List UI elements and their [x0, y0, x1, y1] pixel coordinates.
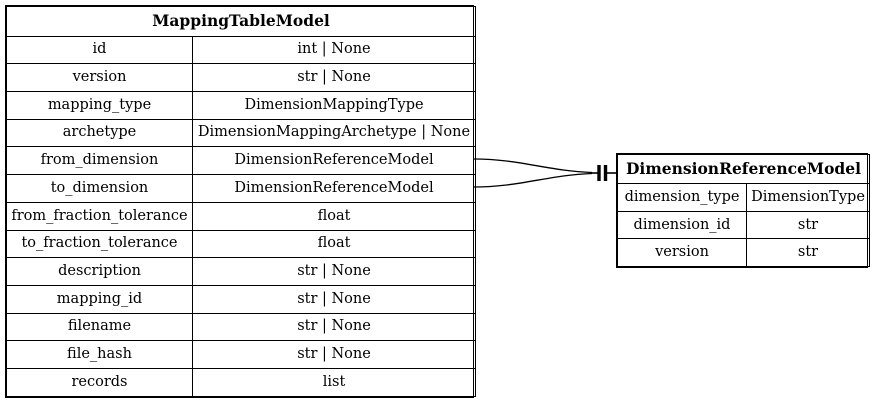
field-row-version[interactable]: version str: [617, 238, 871, 267]
entity-mapping-table-model[interactable]: MappingTableModel id int | None version …: [5, 5, 477, 398]
field-row-file-hash[interactable]: file_hash str | None: [6, 340, 477, 370]
field-name: from_dimension: [6, 146, 193, 176]
field-row-from-dimension[interactable]: from_dimension DimensionReferenceModel: [6, 146, 477, 176]
field-name: to_dimension: [6, 174, 193, 203]
field-name: records: [6, 368, 193, 397]
field-row-to-dimension[interactable]: to_dimension DimensionReferenceModel: [6, 174, 477, 203]
field-row-archetype[interactable]: archetype DimensionMappingArchetype | No…: [6, 118, 477, 148]
field-type: DimensionReferenceModel: [191, 146, 477, 176]
entity-dimension-reference-model[interactable]: DimensionReferenceModel dimension_type D…: [616, 153, 871, 268]
field-row-dimension-type[interactable]: dimension_type DimensionType: [617, 183, 871, 212]
field-name: dimension_type: [617, 183, 747, 212]
field-row-records[interactable]: records list: [6, 368, 477, 397]
field-name: file_hash: [6, 340, 193, 370]
field-type: str | None: [191, 340, 477, 370]
field-type: DimensionMappingArchetype | None: [191, 118, 477, 148]
entity-table: MappingTableModel id int | None version …: [5, 6, 477, 397]
field-row-to-fraction-tolerance[interactable]: to_fraction_tolerance float: [6, 229, 477, 259]
field-type: str: [745, 210, 871, 240]
field-type: DimensionType: [745, 183, 871, 212]
field-type: str: [745, 238, 871, 267]
field-type: str | None: [191, 63, 477, 92]
field-row-mapping-id[interactable]: mapping_id str | None: [6, 284, 477, 314]
field-type: float: [191, 201, 477, 231]
field-row-from-fraction-tolerance[interactable]: from_fraction_tolerance float: [6, 201, 477, 231]
field-row-id[interactable]: id int | None: [6, 35, 477, 65]
field-type: str | None: [191, 284, 477, 314]
field-name: description: [6, 257, 193, 286]
field-type: str | None: [191, 312, 477, 342]
field-name: archetype: [6, 118, 193, 148]
entity-header-row: MappingTableModel: [5, 6, 477, 37]
relationship-edge-from-dimension[interactable]: [473, 158, 593, 174]
relationship-edge-to-dimension[interactable]: [473, 172, 593, 188]
field-name: to_fraction_tolerance: [6, 229, 193, 259]
entity-title: MappingTableModel: [5, 6, 477, 37]
entity-header-row: DimensionReferenceModel: [616, 153, 871, 185]
field-type: str | None: [191, 257, 477, 286]
field-name: filename: [6, 312, 193, 342]
field-name: mapping_type: [6, 90, 193, 120]
entity-table: DimensionReferenceModel dimension_type D…: [616, 153, 871, 267]
field-row-filename[interactable]: filename str | None: [6, 312, 477, 342]
field-type: DimensionReferenceModel: [191, 174, 477, 203]
field-name: version: [617, 238, 747, 267]
field-row-version[interactable]: version str | None: [6, 63, 477, 92]
field-row-description[interactable]: description str | None: [6, 257, 477, 286]
field-type: int | None: [191, 35, 477, 65]
field-type: DimensionMappingType: [191, 90, 477, 120]
field-row-dimension-id[interactable]: dimension_id str: [617, 210, 871, 240]
field-type: float: [191, 229, 477, 259]
field-row-mapping-type[interactable]: mapping_type DimensionMappingType: [6, 90, 477, 120]
entity-title: DimensionReferenceModel: [616, 153, 871, 185]
field-name: mapping_id: [6, 284, 193, 314]
field-name: id: [6, 35, 193, 65]
field-type: list: [191, 368, 477, 397]
field-name: dimension_id: [617, 210, 747, 240]
field-name: version: [6, 63, 193, 92]
field-name: from_fraction_tolerance: [6, 201, 193, 231]
